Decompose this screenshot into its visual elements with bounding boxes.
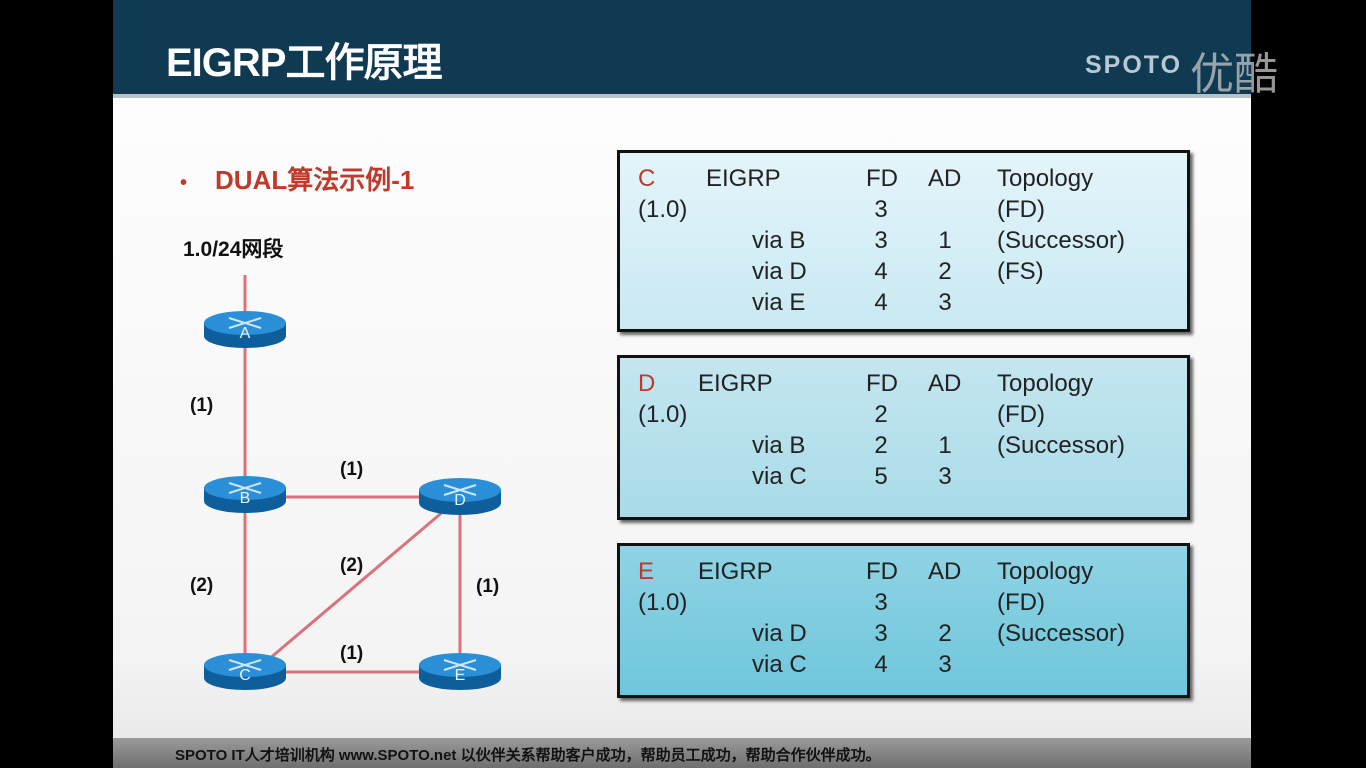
router-icon <box>419 478 501 515</box>
router-label: B <box>239 490 251 507</box>
ad: 3 <box>938 463 952 490</box>
protocol: EIGRP <box>698 370 773 397</box>
slide-header: EIGRP工作原理 SPOTO <box>113 0 1251 98</box>
protocol: EIGRP <box>698 558 773 585</box>
note: (Successor) <box>997 227 1126 254</box>
protocol: EIGRP <box>706 165 781 192</box>
bullet-text: DUAL算法示例-1 <box>215 165 415 195</box>
segment-label: 1.0/24网段 <box>183 238 284 261</box>
router-d: D <box>418 477 502 517</box>
router-name: E <box>638 558 655 585</box>
network-note: (FD) <box>997 196 1045 223</box>
fd-header: FD <box>866 165 898 192</box>
router-label: C <box>239 667 251 684</box>
ad-header: AD <box>928 370 962 397</box>
brand-logo: SPOTO <box>1085 51 1183 79</box>
router-icon <box>204 476 286 513</box>
router-name: D <box>638 370 656 397</box>
network: (1.0) <box>638 401 688 428</box>
network-fd: 3 <box>874 196 888 223</box>
video-watermark: 优酷 <box>1190 50 1278 99</box>
footer-text: SPOTO IT人才培训机构 www.SPOTO.net 以伙伴关系帮助客户成功… <box>175 747 881 764</box>
via: via C <box>752 651 807 678</box>
router-label: D <box>454 492 466 509</box>
ad: 1 <box>938 432 952 459</box>
router-e: E <box>418 652 502 692</box>
topology-header: Topology <box>997 165 1094 192</box>
ad-header: AD <box>928 558 962 585</box>
note: (FS) <box>997 258 1044 285</box>
network: (1.0) <box>638 589 688 616</box>
bullet-dot: • <box>180 172 188 194</box>
cost-c-d: (2) <box>340 555 364 576</box>
fd: 5 <box>874 463 888 490</box>
via: via D <box>752 258 807 285</box>
network-note: (FD) <box>997 589 1045 616</box>
cost-d-e: (1) <box>476 576 500 597</box>
via: via B <box>752 227 806 254</box>
fd-header: FD <box>866 558 898 585</box>
cost-c-e: (1) <box>340 643 364 664</box>
topology-table-e: E EIGRP FD AD Topology (1.0) 3 (FD) via D 3 2 (Succ… <box>617 543 1190 698</box>
fd: 3 <box>874 227 888 254</box>
router-b: B <box>203 475 287 515</box>
ad: 2 <box>938 620 952 647</box>
router-icon <box>419 653 501 690</box>
router-name: C <box>638 165 656 192</box>
topology-table-c: C EIGRP FD AD Topology (1.0) 3 (FD) via B 3 1 (Succ… <box>617 150 1190 332</box>
fd: 2 <box>874 432 888 459</box>
network-note: (FD) <box>997 401 1045 428</box>
fd: 3 <box>874 620 888 647</box>
router-icon <box>204 311 286 348</box>
topology-header: Topology <box>997 558 1094 585</box>
router-label: E <box>454 667 466 684</box>
ad: 3 <box>938 289 952 316</box>
via: via B <box>752 432 806 459</box>
network-fd: 3 <box>874 589 888 616</box>
fd: 4 <box>874 258 888 285</box>
ad-header: AD <box>928 165 962 192</box>
cost-b-c: (2) <box>190 575 214 596</box>
note: (Successor) <box>997 620 1126 647</box>
router-icon <box>204 653 286 690</box>
note: (Successor) <box>997 432 1126 459</box>
router-a: A <box>203 310 287 350</box>
ad: 1 <box>938 227 952 254</box>
via: via D <box>752 620 807 647</box>
footer-bar: SPOTO IT人才培训机构 www.SPOTO.net 以伙伴关系帮助客户成功… <box>113 738 1251 768</box>
topology-table-d: D EIGRP FD AD Topology (1.0) 2 (FD) via B 2 1 (Succ… <box>617 355 1190 520</box>
fd: 4 <box>874 289 888 316</box>
network: (1.0) <box>638 196 688 223</box>
router-c: C <box>203 652 287 692</box>
ad: 2 <box>938 258 952 285</box>
link-c-d <box>261 508 446 667</box>
router-label: A <box>239 325 251 342</box>
network-fd: 2 <box>874 401 888 428</box>
bullet-heading: • DUAL算法示例-1 <box>180 160 414 197</box>
cost-b-d: (1) <box>340 459 364 480</box>
cost-a-b: (1) <box>190 395 214 416</box>
topology-header: Topology <box>997 370 1094 397</box>
slide-title: EIGRP工作原理 <box>166 41 442 85</box>
fd-header: FD <box>866 370 898 397</box>
fd: 4 <box>874 651 888 678</box>
via: via E <box>752 289 806 316</box>
ad: 3 <box>938 651 952 678</box>
via: via C <box>752 463 807 490</box>
